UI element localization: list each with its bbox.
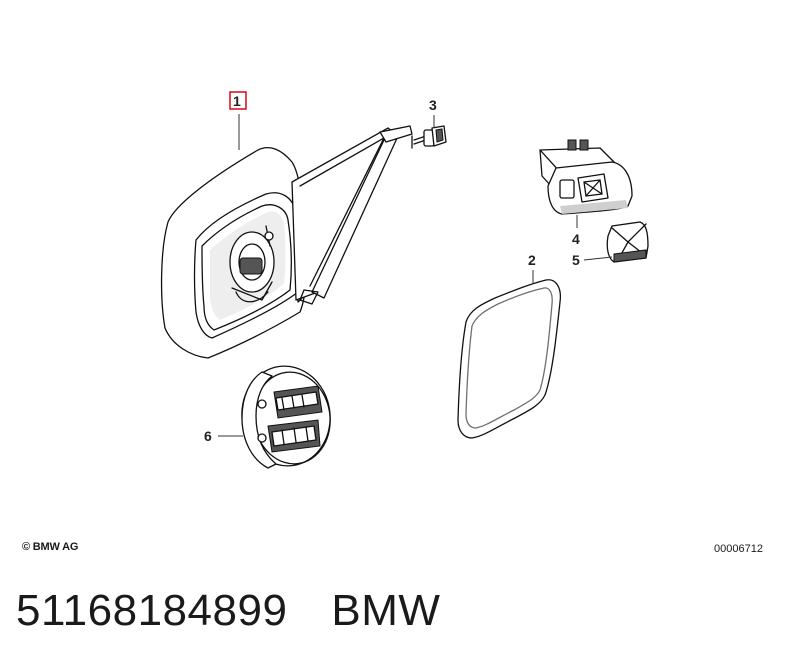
callout-4: 4 (572, 231, 580, 247)
part-number: 51168184899 (16, 586, 288, 635)
mirror-housing (160, 147, 308, 359)
copyright-notice: © BMW AG (22, 541, 79, 553)
mirror-switch (539, 139, 633, 215)
callout-2: 2 (528, 252, 536, 268)
caption: 51168184899 BMW (16, 586, 440, 636)
door-seal (291, 125, 413, 305)
callout-1: 1 (233, 93, 241, 109)
callout-5: 5 (572, 252, 580, 268)
mirror-actuator (241, 365, 331, 469)
parts-diagram: 1 3 2 4 5 6 (160, 91, 649, 469)
diagram-number: 00006712 (714, 543, 763, 555)
brand-name: BMW (331, 586, 441, 635)
switch-cap (606, 221, 649, 263)
callout-3: 3 (429, 97, 437, 113)
mirror-glass (457, 279, 562, 439)
leader-5 (583, 256, 613, 261)
callout-6: 6 (204, 428, 212, 444)
screw (411, 125, 447, 149)
callout-1-highlight (229, 91, 247, 110)
